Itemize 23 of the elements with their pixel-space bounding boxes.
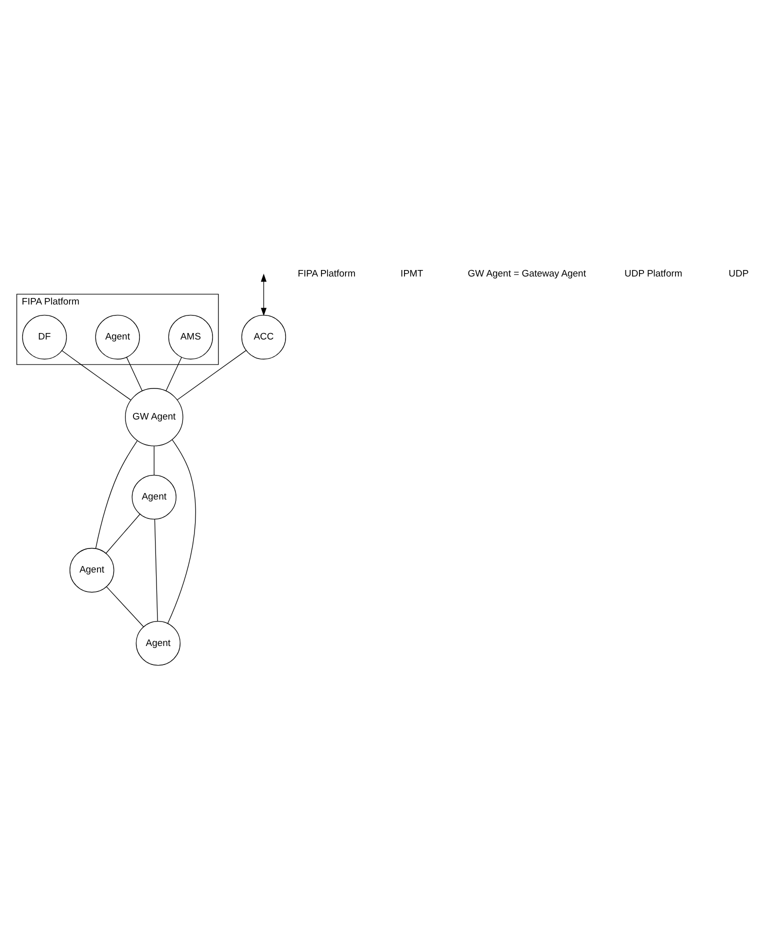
connector bbox=[106, 514, 140, 554]
connector bbox=[166, 356, 182, 392]
connector bbox=[126, 356, 142, 392]
connector bbox=[106, 586, 144, 628]
node-circle: GW Agent bbox=[125, 388, 184, 446]
connector bbox=[95, 440, 138, 549]
node-circle: DF bbox=[22, 314, 67, 360]
connector bbox=[177, 350, 246, 400]
arrow bbox=[260, 274, 267, 316]
node-circle: ACC bbox=[241, 314, 286, 360]
connector bbox=[62, 350, 132, 400]
node-circle: Agent bbox=[132, 474, 176, 520]
node-circle: Agent bbox=[70, 548, 114, 593]
connector bbox=[167, 439, 196, 624]
label: IPMT bbox=[400, 268, 424, 280]
connector bbox=[154, 518, 158, 622]
label: GW Agent = Gateway Agent bbox=[468, 268, 586, 280]
label: UDP Platform bbox=[624, 268, 682, 280]
label: UDP bbox=[728, 268, 749, 280]
node-circle: Agent bbox=[95, 314, 140, 360]
node-circle: Agent bbox=[136, 620, 180, 666]
node-circle: AMS bbox=[168, 314, 213, 360]
label: FIPA Platform bbox=[298, 268, 356, 280]
